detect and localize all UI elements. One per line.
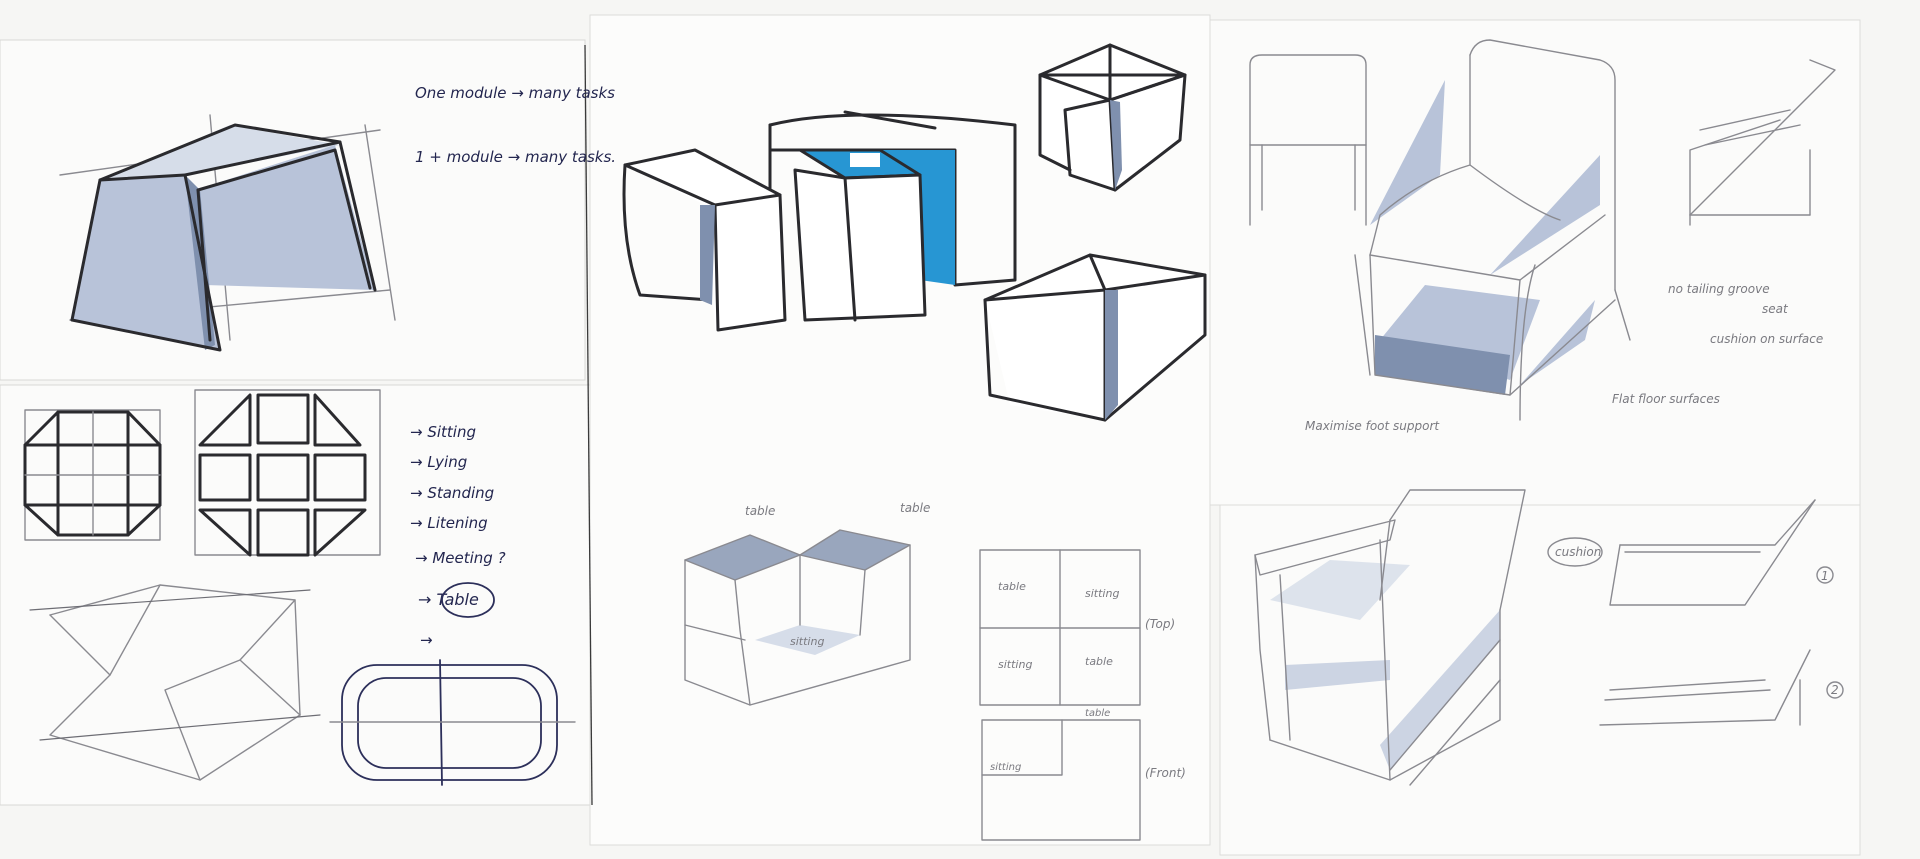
plan-cell-0: table bbox=[998, 580, 1026, 593]
front-label: (Front) bbox=[1145, 766, 1186, 780]
plan-cell-2: sitting bbox=[998, 658, 1032, 671]
plan-top-label: (Top) bbox=[1145, 617, 1175, 631]
lounge-chair-sketch: Maximise foot support bbox=[1305, 39, 1631, 433]
task-4: → Meeting ? bbox=[415, 549, 506, 567]
right-note-1: seat bbox=[1762, 302, 1789, 316]
task-3: → Litening bbox=[410, 514, 488, 532]
profile-number-2: 2 bbox=[1831, 683, 1839, 697]
desk-module-sketch bbox=[59, 114, 396, 352]
modular-cubes bbox=[622, 43, 1207, 422]
task-2: → Standing bbox=[410, 484, 494, 502]
chair-note: Maximise foot support bbox=[1305, 419, 1440, 433]
octagon-grid-right bbox=[194, 389, 381, 557]
profile-number-1: 1 bbox=[1821, 569, 1829, 583]
task-1: → Lying bbox=[410, 453, 467, 471]
note-one-module: One module → many tasks bbox=[415, 84, 615, 102]
sitting-label: sitting bbox=[790, 635, 824, 648]
right-note-0: no tailing groove bbox=[1668, 282, 1770, 296]
note-one-plus-module: 1 + module → many tasks. bbox=[415, 148, 616, 166]
table-left-label: table bbox=[745, 504, 775, 518]
front-sitting-label: sitting bbox=[990, 762, 1021, 773]
small-chair-sketch bbox=[1249, 54, 1367, 226]
plan-cell-3: table bbox=[1085, 655, 1113, 668]
module-notes: One module → many tasks 1 + module → man… bbox=[415, 84, 616, 166]
table-right-label: table bbox=[900, 501, 930, 515]
task-list: → Sitting → Lying → Standing → Litening … bbox=[410, 423, 506, 649]
right-note-3: Flat floor surfaces bbox=[1612, 392, 1720, 406]
plan-cell-1: sitting bbox=[1085, 587, 1119, 600]
task-0: → Sitting bbox=[410, 423, 476, 441]
right-notes: no tailing groove seat cushion on surfac… bbox=[1612, 282, 1823, 406]
octagon-grid-left bbox=[23, 409, 162, 541]
profile-sketches: cushion 1 2 bbox=[1547, 499, 1844, 726]
task-5: → Table bbox=[418, 590, 479, 609]
front-table-label: table bbox=[1085, 708, 1110, 719]
right-note-2: cushion on surface bbox=[1710, 332, 1823, 346]
side-chair-profile bbox=[1689, 59, 1836, 226]
zigzag-bench-sketch bbox=[29, 584, 321, 781]
rounded-table-plan bbox=[329, 659, 576, 786]
task-6: → bbox=[420, 631, 433, 649]
plan-diagrams: table sitting sitting table (Top) table … bbox=[979, 549, 1186, 841]
cushion-label: cushion bbox=[1555, 545, 1601, 559]
stepped-cube-sketch: table table sitting bbox=[684, 501, 930, 706]
armchair-sketch bbox=[1254, 489, 1526, 786]
